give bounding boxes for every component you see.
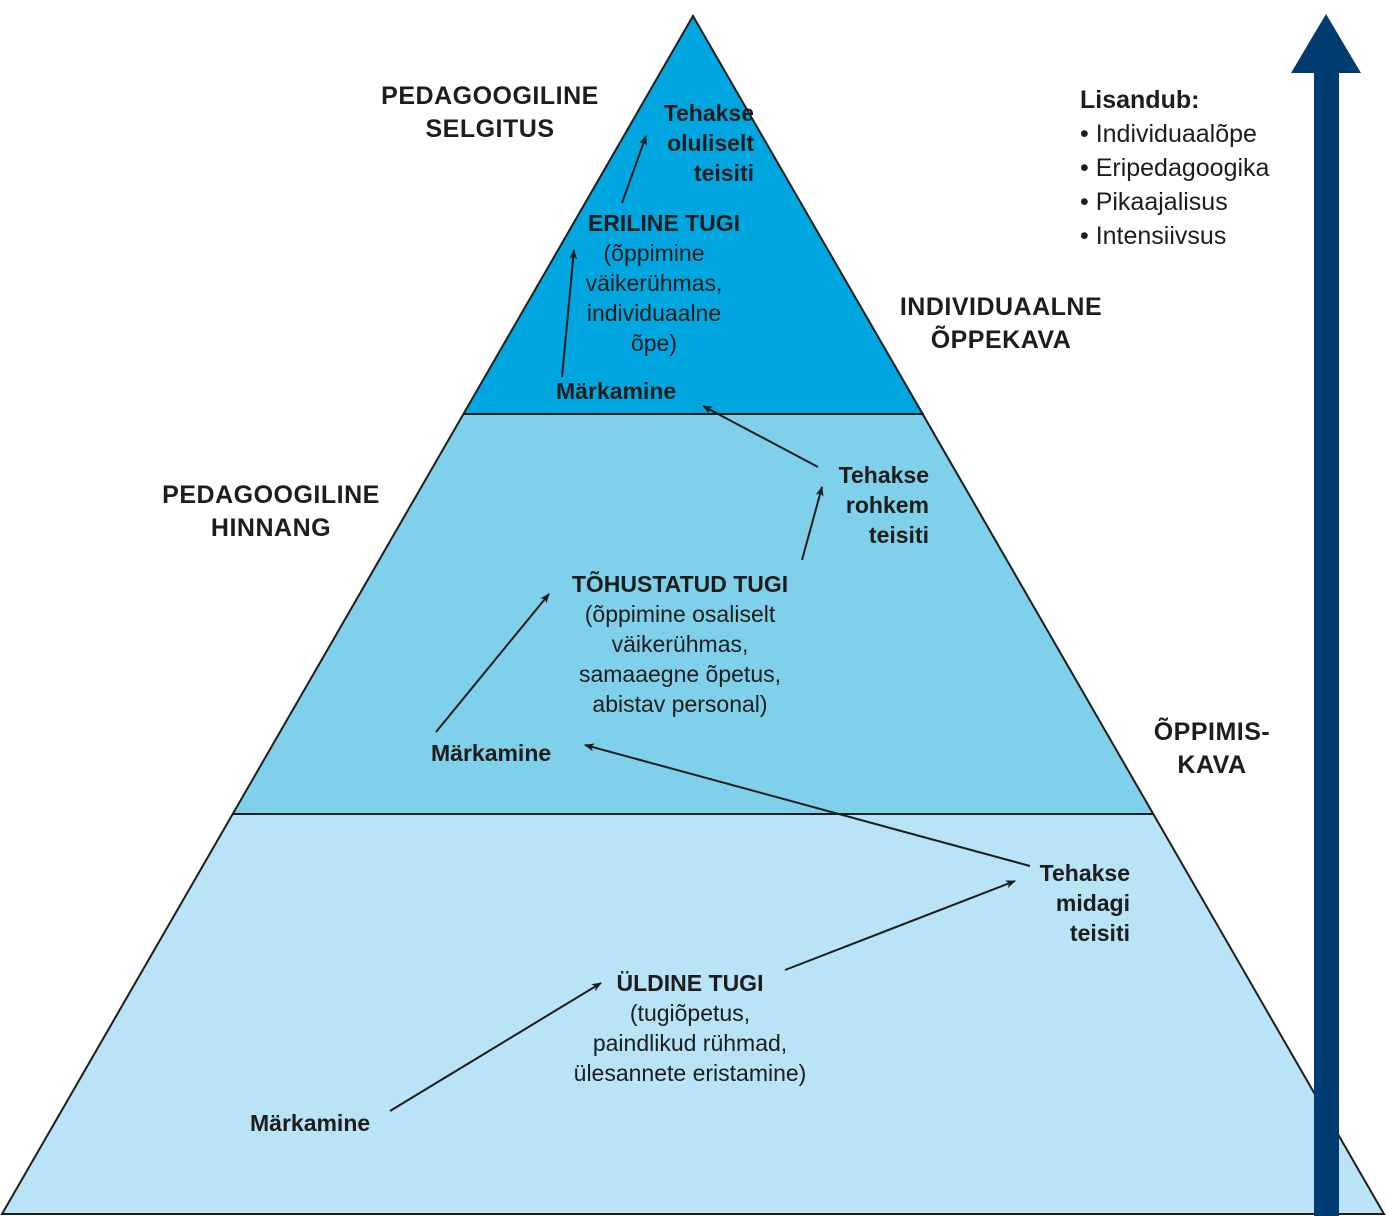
top-tier-description: (õppimine väikerühmas, individuaalne õpe… bbox=[585, 240, 723, 356]
arrow-bottom-tugi-to-tehakse bbox=[784, 880, 1016, 971]
pyramid-outline bbox=[0, 13, 1386, 1215]
top-markamine-label: Märkamine bbox=[556, 378, 677, 404]
label-pedagoogiline-selgitus: PEDAGOOGILINE SELGITUS bbox=[381, 82, 599, 143]
lisandub-item: • Individuaalõpe bbox=[1080, 120, 1257, 148]
bottom-tehakse-label: Tehakse midagi teisiti bbox=[1039, 860, 1130, 946]
bottom-tier-description: (tugiõpetus, paindlikud rühmad, ülesanne… bbox=[573, 1000, 807, 1086]
top-tier-title: ERILINE TUGI bbox=[587, 210, 741, 236]
arrow-top-tugi-to-tehakse bbox=[621, 135, 647, 204]
lisandub-item: • Eripedagoogika bbox=[1080, 154, 1270, 182]
pyramid-bottom-tier bbox=[2, 814, 1384, 1214]
top-tehakse-label: Tehakse oluliselt teisiti bbox=[663, 100, 754, 186]
label-oppimiskava: ÕPPIMIS- KAVA bbox=[1153, 718, 1271, 779]
arrow-bottom-tehakse-to-middle-markamine bbox=[584, 743, 1031, 867]
middle-tier-title: TÕHUSTATUD TUGI bbox=[571, 571, 789, 597]
pyramid-middle-tier bbox=[233, 414, 1154, 814]
middle-tehakse-label: Tehakse rohkem teisiti bbox=[838, 462, 929, 548]
label-pedagoogiline-hinnang: PEDAGOOGILINE HINNANG bbox=[162, 481, 380, 542]
pyramid-top-tier bbox=[463, 16, 924, 414]
arrow-middle-markamine-to-tugi bbox=[435, 593, 550, 733]
lisandub-title: Lisandub: bbox=[1080, 86, 1200, 114]
arrow-top-markamine-to-tugi bbox=[561, 249, 578, 378]
side-arrow-head bbox=[1291, 14, 1361, 73]
arrow-middle-tugi-to-tehakse bbox=[801, 486, 824, 561]
middle-tier-description: (õppimine osaliselt väikerühmas, samaaeg… bbox=[578, 601, 782, 717]
lisandub-list: Lisandub: • Individuaalõpe • Eripedagoog… bbox=[1080, 83, 1269, 253]
arrow-middle-tehakse-to-top-markamine bbox=[702, 405, 819, 468]
lisandub-item: • Pikaajalisus bbox=[1080, 188, 1228, 216]
bottom-markamine-label: Märkamine bbox=[250, 1110, 371, 1136]
label-individuaalne-oppekava: INDIVIDUAALNE ÕPPEKAVA bbox=[899, 293, 1103, 354]
side-arrow-shaft bbox=[1314, 70, 1339, 1216]
lisandub-item: • Intensiivsus bbox=[1080, 222, 1227, 250]
middle-markamine-label: Märkamine bbox=[431, 740, 552, 766]
arrow-bottom-markamine-to-tugi bbox=[389, 982, 602, 1112]
bottom-tier-title: ÜLDINE TUGI bbox=[616, 970, 764, 996]
